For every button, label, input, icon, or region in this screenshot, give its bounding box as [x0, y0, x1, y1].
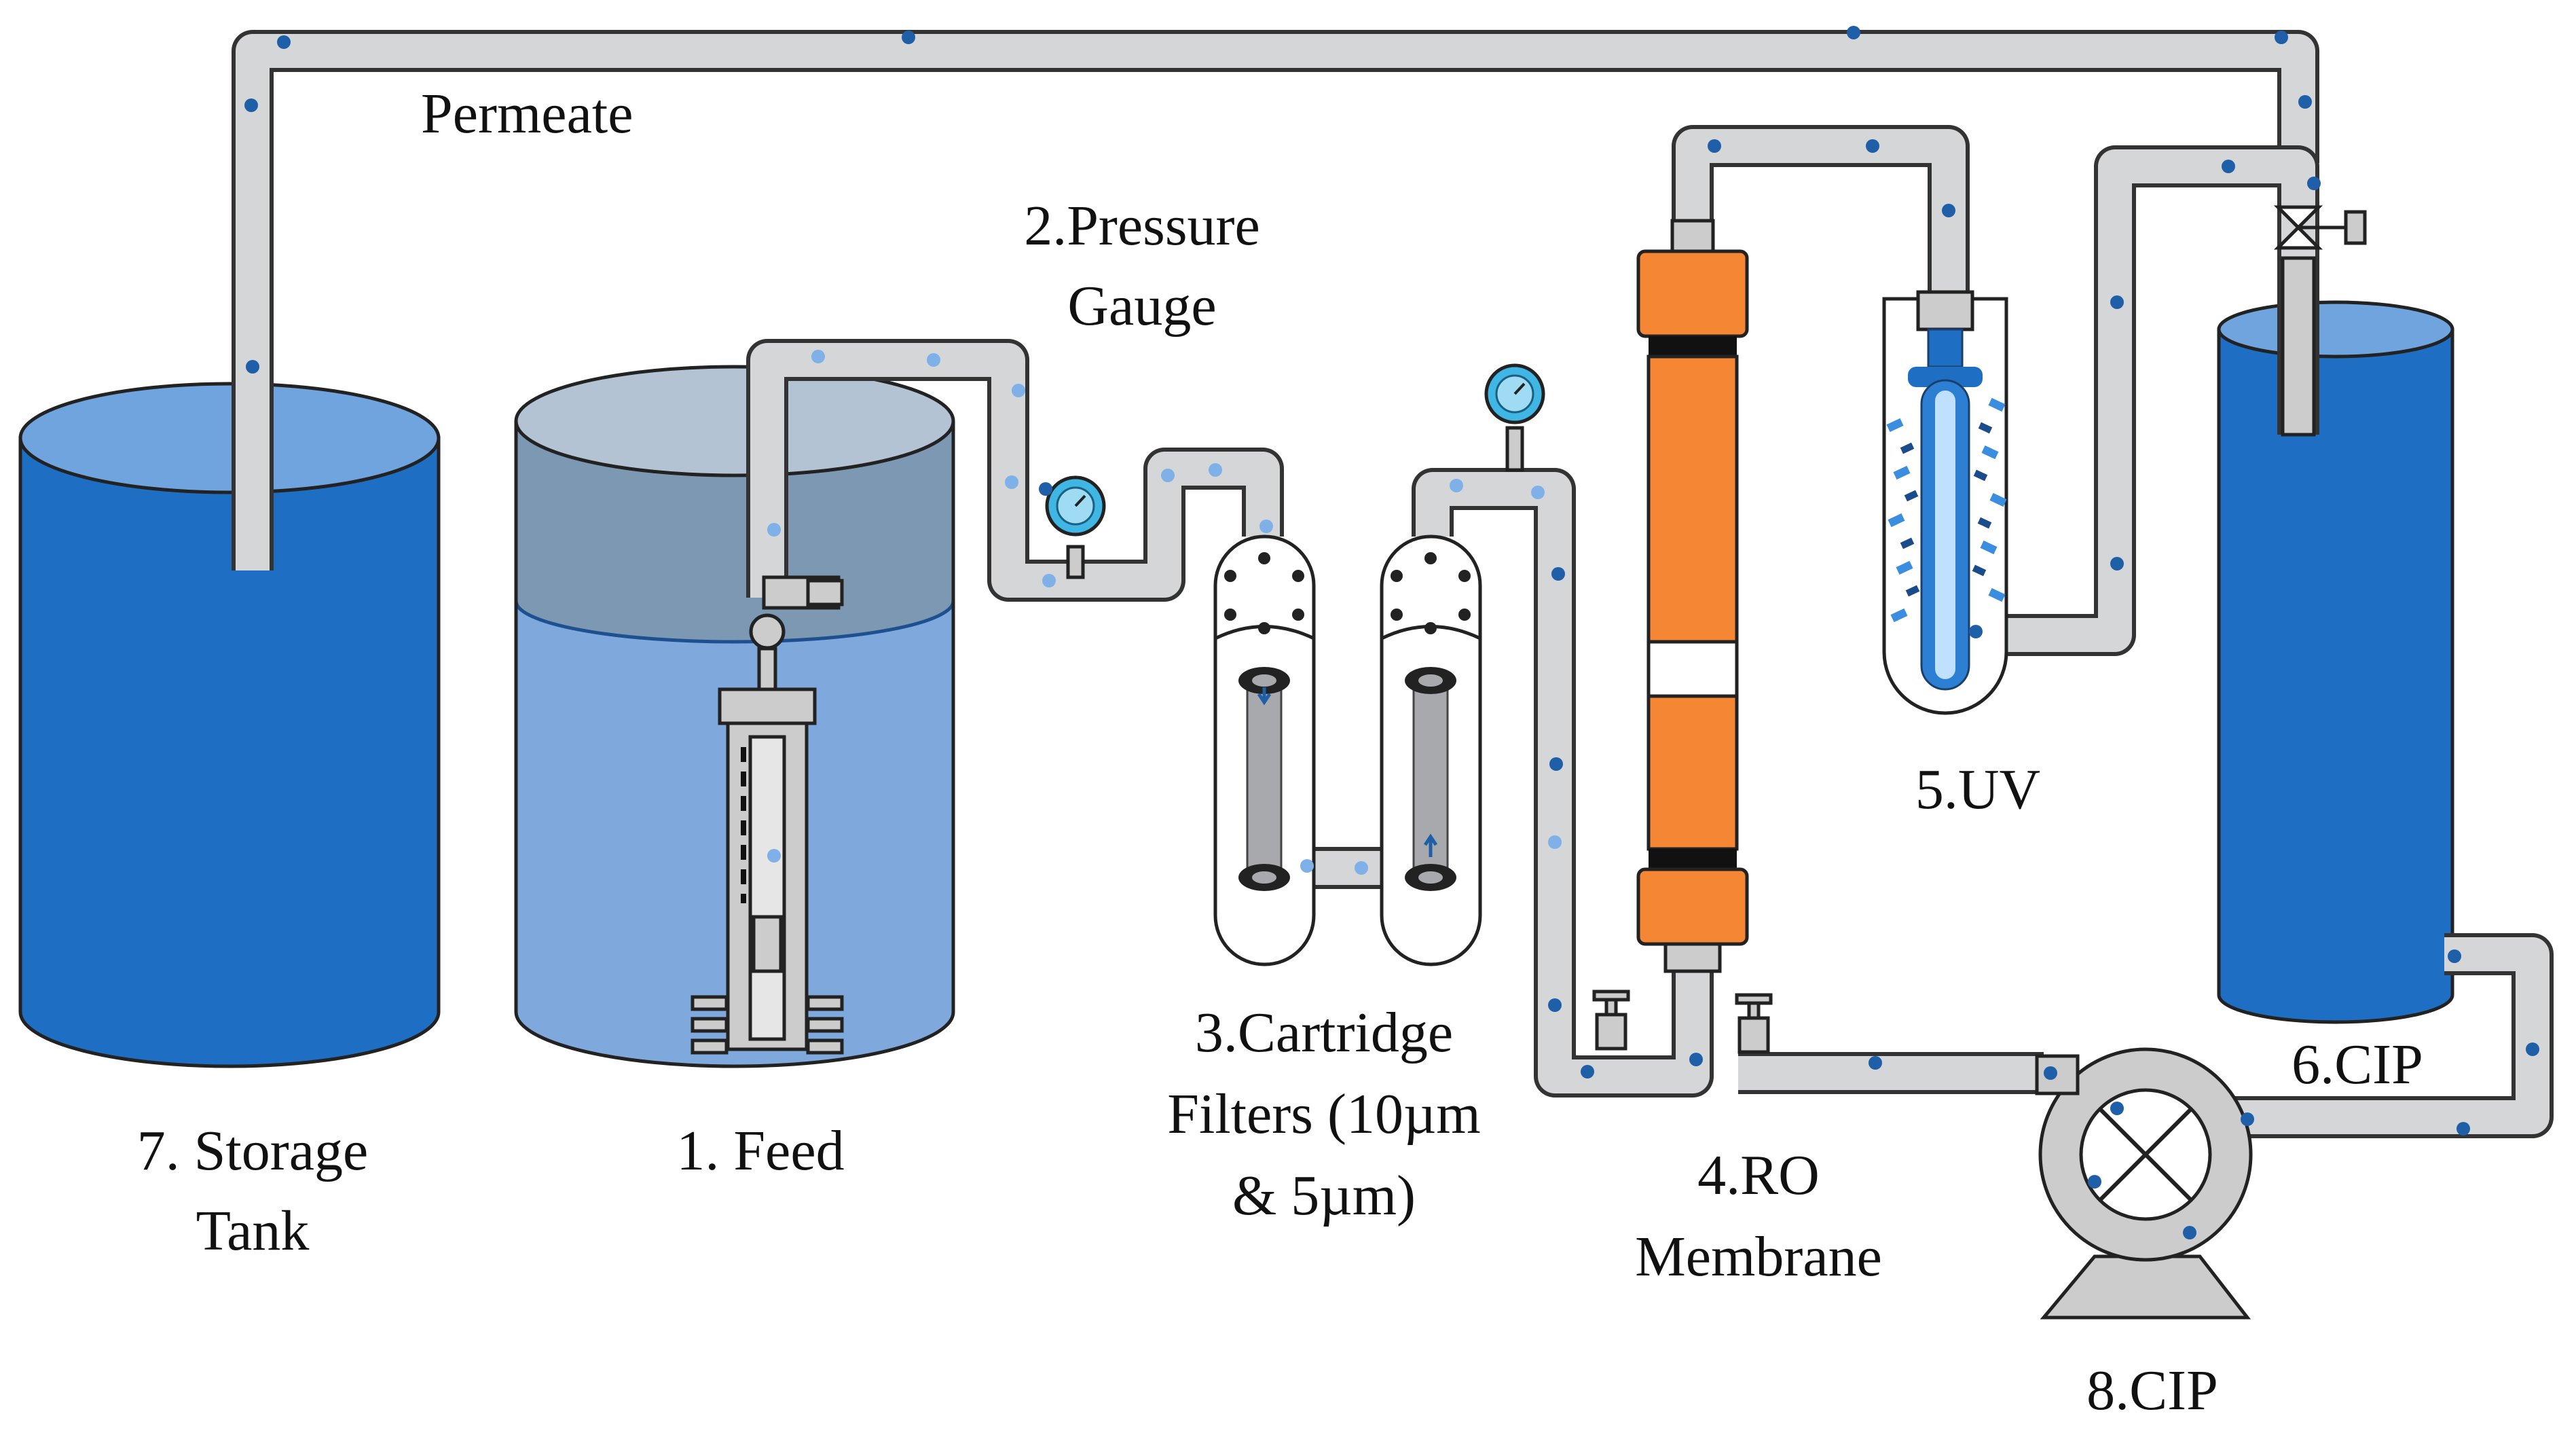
ro-membrane: [1636, 219, 1749, 973]
labels: Permeate 2.Pressure Gauge 3.Cartridge Fi…: [137, 82, 2423, 1422]
label-permeate: Permeate: [421, 82, 633, 145]
storage-tank: [18, 382, 441, 1068]
cartridge-filter-5um: [1380, 534, 1482, 966]
label-ro-line2: Membrane: [1635, 1225, 1882, 1288]
label-storage-line1: 7. Storage: [137, 1119, 369, 1182]
label-cartridge-line3: & 5µm): [1232, 1164, 1416, 1227]
label-cip-pump: 8.CIP: [2086, 1359, 2218, 1422]
submersible-feed-pump: [691, 575, 844, 1055]
label-storage-line2: Tank: [196, 1199, 310, 1263]
label-ro-line1: 4.RO: [1697, 1144, 1820, 1207]
uv-sterilizer: [1882, 290, 2008, 715]
label-cartridge-line1: 3.Cartridge: [1195, 1001, 1453, 1064]
label-cartridge-line2: Filters (10µm: [1167, 1083, 1480, 1146]
label-feed: 1. Feed: [676, 1119, 844, 1182]
label-pressure-gauge-line1: 2.Pressure: [1024, 194, 1260, 257]
pressure-gauge-1: [1045, 475, 1106, 579]
label-cip-tank: 6.CIP: [2292, 1033, 2423, 1096]
cartridge-filter-10um: [1213, 534, 1316, 966]
label-uv: 5.UV: [1915, 758, 2040, 821]
needle-valve-right: [1735, 993, 1773, 1054]
flow-dots-light: [767, 350, 1562, 875]
label-pressure-gauge-line2: Gauge: [1067, 274, 1216, 338]
three-way-valve: [2273, 205, 2367, 437]
cip-centrifugal-pump: [2035, 1047, 2253, 1320]
pressure-gauge-2: [1484, 363, 1545, 472]
needle-valve-left: [1592, 990, 1630, 1051]
pipes: [232, 30, 2554, 1138]
flow-dots: [244, 26, 2539, 1239]
cip-tank: [2217, 300, 2454, 1024]
